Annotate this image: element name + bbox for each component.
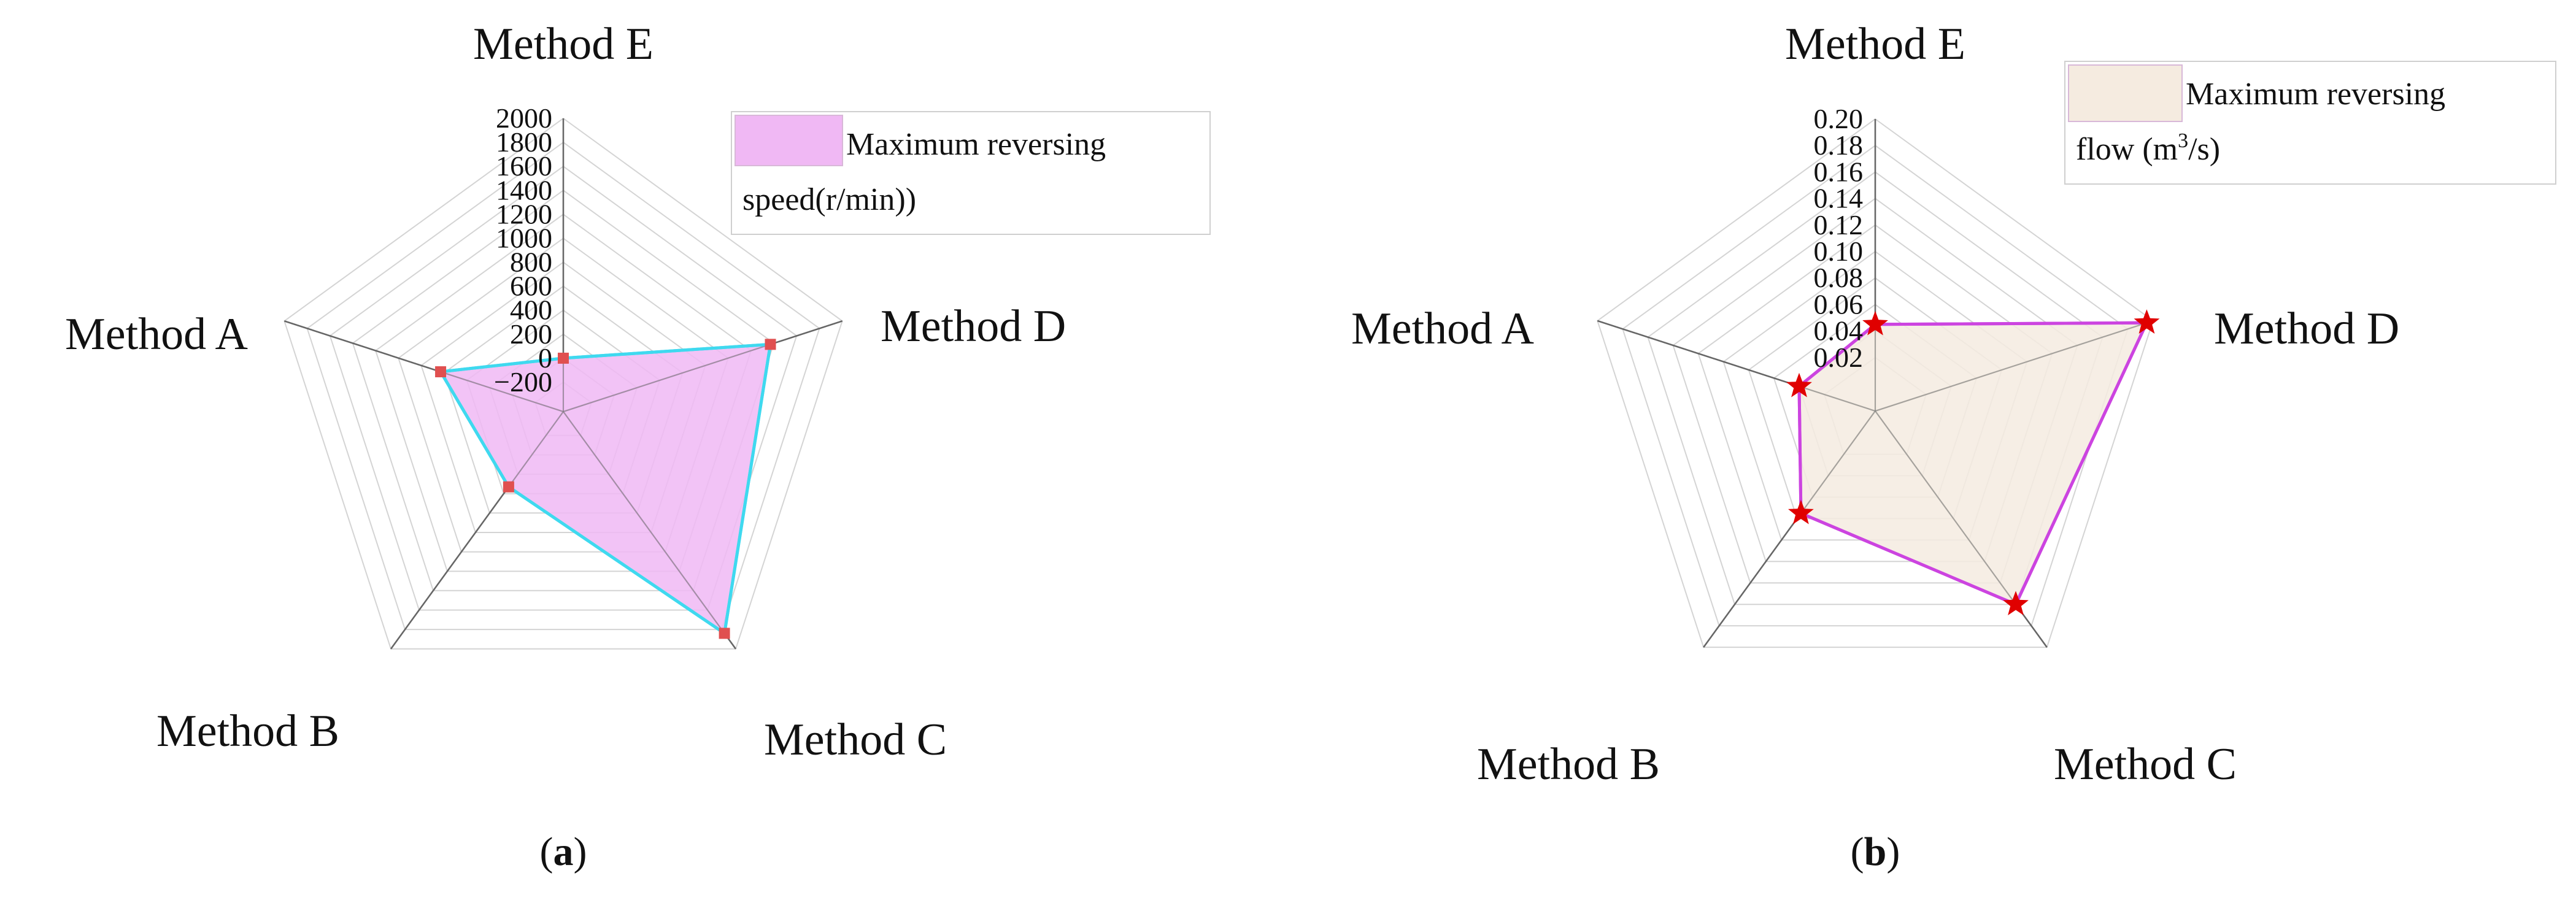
tick-label: 1600 [496,150,552,182]
panel-label: (a) [540,829,587,874]
spoke-overlay [284,320,564,412]
legend: Maximum reversing flow (m3/s) [2064,61,2556,185]
data-point [2134,309,2160,334]
category-label: Method B [156,706,339,756]
spoke-overlay [1703,410,1876,648]
legend-label: Maximum reversing [846,127,1106,162]
grid-ring [1622,144,2129,627]
category-label: Method A [1351,304,1534,354]
spoke-overlay [390,411,564,650]
spoke-overlay [1597,320,1876,412]
tick-label: 200 [510,318,552,350]
category-label: Method C [2054,739,2237,790]
tick-label: 0.18 [1814,129,1864,161]
grid-ring [283,117,843,650]
category-label: Method E [473,19,654,69]
grid-ring [329,165,798,611]
tick-label: 1400 [496,174,552,206]
data-point [2003,591,2029,615]
tick-label: 1800 [496,126,552,158]
data-point [558,352,569,364]
legend-swatch [2068,64,2183,122]
tick-label: 0.12 [1814,209,1864,240]
grid-ring [1647,171,2104,605]
category-label: Method E [1785,19,1965,69]
data-point [435,366,447,378]
tick-label: 0.02 [1814,342,1864,373]
grid-ring [352,190,775,591]
legend-label: speed(r/min)) [742,182,916,217]
series-line [1797,321,2150,607]
radar-chart-b: 0.200.180.160.140.120.100.080.060.040.02… [1351,19,2556,874]
category-label: Method D [881,301,1066,352]
legend-label: flow (m3/s) [2076,129,2220,167]
category-label: Method A [65,309,248,359]
tick-label: 0.10 [1814,236,1864,267]
tick-label: 0.14 [1814,183,1864,214]
tick-label: 0 [538,342,552,374]
tick-label: 0.20 [1814,103,1864,134]
tick-label: 1200 [496,198,552,229]
tick-label: 0.06 [1814,288,1864,320]
grid-ring [398,237,729,553]
legend: Maximum reversing speed(r/min)) [731,111,1211,235]
tick-label: 600 [510,271,552,302]
grid-ring [374,213,752,572]
legend-label: Maximum reversing [2186,77,2445,112]
grid-ring [420,261,706,533]
series-line [438,342,773,636]
grid-ring [306,141,820,631]
data-point [503,481,514,493]
tick-label: 0.16 [1814,156,1864,187]
spoke-overlay [1875,320,2154,412]
data-point [719,628,730,639]
data-point [1788,499,1814,525]
tick-label: 800 [510,247,552,278]
tick-label: 0.08 [1814,262,1864,293]
tick-label: 2000 [496,102,552,134]
data-point [765,339,776,350]
tick-label: −200 [494,366,552,398]
grid-ring [1597,118,2154,648]
legend-swatch [735,115,843,166]
tick-label: 1000 [496,223,552,254]
data-point [1862,310,1888,336]
tick-label: 0.04 [1814,315,1864,347]
radar-chart-a: 2000180016001400120010008006004002000−20… [65,19,1211,874]
tick-label: 400 [510,294,552,326]
panel-label: (b) [1851,829,1900,874]
data-point [1786,372,1812,398]
spoke-overlay [563,411,736,650]
spoke-overlay [563,320,843,412]
category-label: Method B [1477,739,1660,790]
category-label: Method D [2214,304,2399,354]
category-label: Method C [764,715,947,765]
grid-ring [1672,198,2078,584]
